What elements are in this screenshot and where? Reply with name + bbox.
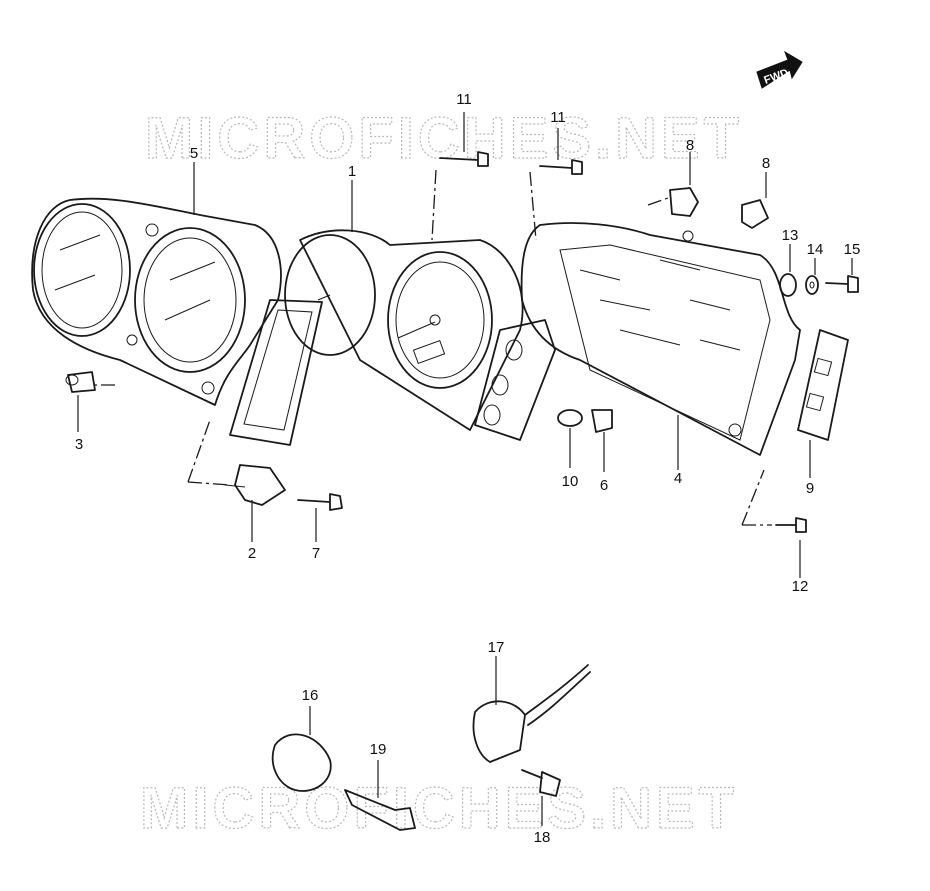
callout-4: 4 [674,470,682,487]
callout-5: 5 [190,145,198,162]
callout-15: 15 [844,241,861,258]
bracket-part-9 [797,329,849,441]
callout-19: 19 [370,741,387,758]
callout-labels: 1 2 3 4 5 6 7 8 8 9 10 11 11 12 13 14 15… [75,91,861,846]
callout-16: 16 [302,687,319,704]
callout-17: 17 [488,639,505,656]
callout-2: 2 [248,545,256,562]
callout-11a: 11 [456,91,472,108]
callout-9: 9 [806,480,814,497]
callout-13: 13 [782,227,799,244]
watermark-top: MICROFICHES.NET [145,106,743,171]
callout-18: 18 [534,829,551,846]
leader-lines [77,112,853,826]
callout-8b: 8 [762,155,770,172]
callout-8a: 8 [686,137,694,154]
meter-case-part-5 [31,197,282,406]
indicator-lens-panel [229,299,323,446]
callout-6: 6 [600,477,608,494]
callout-11b: 11 [550,109,566,126]
callout-1: 1 [348,163,356,180]
lower-case-part-4 [520,222,801,456]
callout-10: 10 [562,473,579,490]
callout-12: 12 [792,578,809,595]
callout-3: 3 [75,436,83,453]
callout-7: 7 [312,545,320,562]
fwd-arrow-icon: FWD [756,50,803,89]
callout-14: 14 [807,241,824,258]
meter-assembly-part-1 [284,229,556,441]
small-parts [65,151,859,831]
watermark-bottom: MICROFICHES.NET [140,776,738,841]
